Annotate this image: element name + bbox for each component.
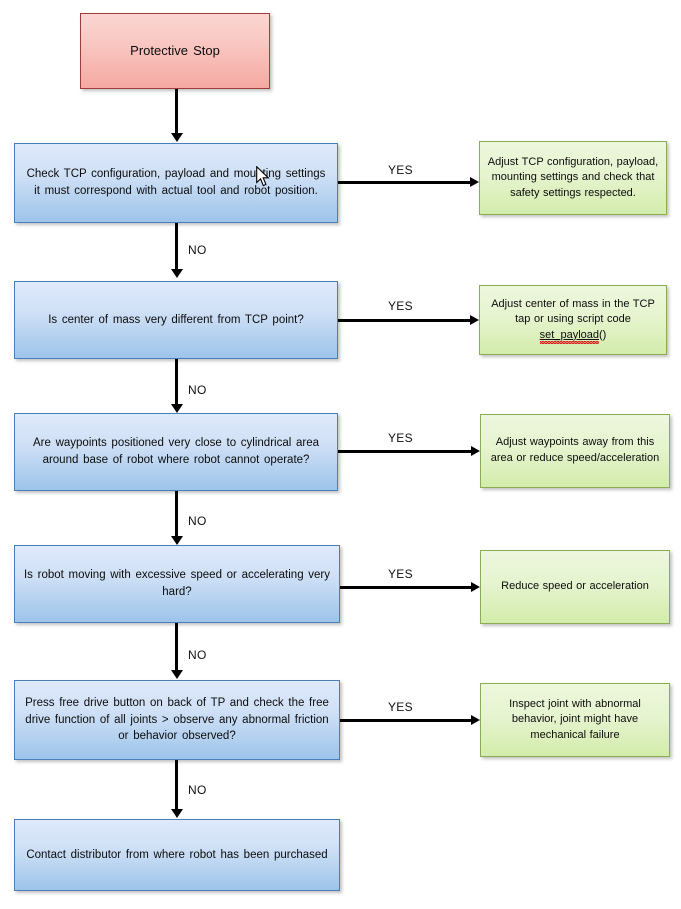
node-inspect-joint[interactable]: Inspect joint with abnormal behavior, jo… <box>480 683 670 757</box>
arrowhead-q3-to-q4 <box>170 536 183 545</box>
connector-q1-to-a1 <box>338 181 471 184</box>
node-adjust-waypoints-label: Adjust waypoints away from this area or … <box>490 436 660 464</box>
script-code-token-suffix: () <box>599 328 607 341</box>
edge-label-q2-no: NO <box>188 383 207 397</box>
node-contact-distributor[interactable]: Contact distributor from where robot has… <box>14 819 340 891</box>
connector-q2-to-a2 <box>338 319 471 322</box>
arrowhead-start-to-q1 <box>170 133 183 142</box>
node-excessive-speed-question[interactable]: Is robot moving with excessive speed or … <box>14 545 340 623</box>
arrowhead-q3-to-a3 <box>471 446 480 456</box>
node-contact-distributor-label: Contact distributor from where robot has… <box>26 848 328 861</box>
spellcheck-squiggle <box>539 340 599 344</box>
node-adjust-center-of-mass[interactable]: Adjust center of mass in the TCP tap or … <box>479 285 667 355</box>
edge-label-q1-no: NO <box>188 243 207 257</box>
arrowhead-q4-to-q5 <box>170 670 183 679</box>
connector-q2-to-q3 <box>175 359 178 407</box>
edge-label-q5-no: NO <box>188 783 207 797</box>
node-excessive-speed-question-label: Is robot moving with excessive speed or … <box>23 569 331 598</box>
connector-q4-to-a4 <box>340 586 472 589</box>
node-protective-stop[interactable]: Protective Stop <box>80 13 270 89</box>
connector-q4-to-q5 <box>175 623 178 673</box>
node-adjust-center-of-mass-text: Adjust center of mass in the TCP tap or … <box>491 297 655 326</box>
node-free-drive-check-question-label: Press free drive button on back of TP an… <box>25 696 329 743</box>
edge-label-q5-yes: YES <box>388 700 413 714</box>
node-waypoints-cylindrical-area-question-label: Are waypoints positioned very close to c… <box>33 437 319 466</box>
node-adjust-tcp-configuration[interactable]: Adjust TCP configuration, payload, mount… <box>479 141 667 215</box>
node-reduce-speed-or-acceleration[interactable]: Reduce speed or acceleration <box>480 550 670 624</box>
edge-label-q2-yes: YES <box>388 299 413 313</box>
edge-label-q3-no: NO <box>188 514 207 528</box>
edge-label-q1-yes: YES <box>388 163 413 177</box>
edge-label-q4-yes: YES <box>388 567 413 581</box>
script-code-token: set_payload <box>539 328 599 344</box>
node-adjust-center-of-mass-label: Adjust center of mass in the TCP tap or … <box>480 297 666 344</box>
node-free-drive-check-question[interactable]: Press free drive button on back of TP an… <box>14 680 340 760</box>
node-reduce-speed-or-acceleration-label: Reduce speed or acceleration <box>501 580 649 593</box>
node-adjust-waypoints[interactable]: Adjust waypoints away from this area or … <box>480 414 670 488</box>
edge-label-q4-no: NO <box>188 648 207 662</box>
node-center-of-mass-question-label: Is center of mass very different from TC… <box>48 313 304 326</box>
arrowhead-q2-to-q3 <box>170 404 183 413</box>
arrowhead-q5-to-end <box>170 809 183 818</box>
arrowhead-q2-to-a2 <box>470 315 479 325</box>
node-center-of-mass-question[interactable]: Is center of mass very different from TC… <box>14 281 338 359</box>
connector-q5-to-end <box>175 760 178 812</box>
node-inspect-joint-label: Inspect joint with abnormal behavior, jo… <box>509 697 641 741</box>
arrowhead-q1-to-a1 <box>470 177 479 187</box>
arrowhead-q1-to-q2 <box>170 269 183 278</box>
edge-label-q3-yes: YES <box>388 431 413 445</box>
node-protective-stop-label: Protective Stop <box>130 42 220 58</box>
connector-q1-to-q2 <box>175 223 178 272</box>
node-check-tcp-configuration-label: Check TCP configuration, payload and mou… <box>26 168 326 197</box>
script-code-token-text: set_payload <box>539 328 599 341</box>
node-waypoints-cylindrical-area-question[interactable]: Are waypoints positioned very close to c… <box>14 413 338 491</box>
connector-start-to-q1 <box>175 89 178 135</box>
connector-q3-to-q4 <box>175 491 178 539</box>
arrowhead-q4-to-a4 <box>471 582 480 592</box>
connector-q5-to-a5 <box>340 719 472 722</box>
arrowhead-q5-to-a5 <box>471 715 480 725</box>
node-adjust-tcp-configuration-label: Adjust TCP configuration, payload, mount… <box>487 155 659 199</box>
connector-q3-to-a3 <box>338 450 472 453</box>
node-check-tcp-configuration[interactable]: Check TCP configuration, payload and mou… <box>14 143 338 223</box>
